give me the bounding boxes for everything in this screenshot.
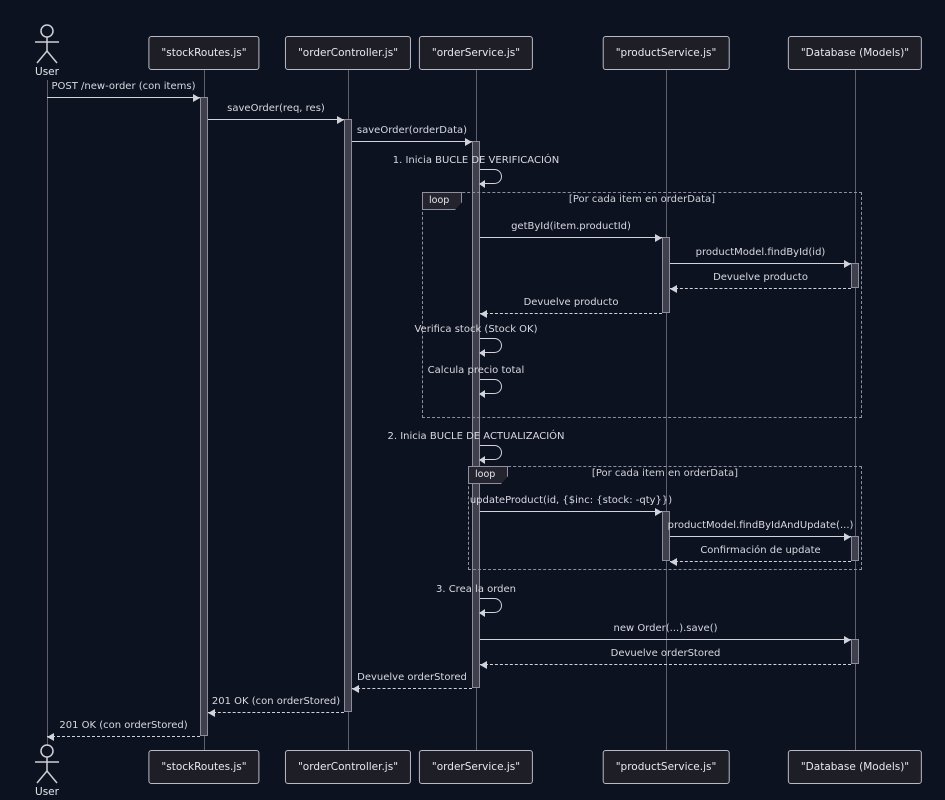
loop-label: loop [422, 192, 463, 210]
self-message-arc [480, 379, 502, 394]
self-message-arc [480, 169, 502, 184]
loop-condition: [Por cada item en orderData] [591, 468, 739, 479]
participant-box-bottom: "orderService.js" [418, 750, 534, 784]
arrowhead-icon [193, 94, 200, 102]
message-line [670, 288, 851, 289]
arrowhead-icon [844, 260, 851, 268]
lifeline [855, 70, 856, 750]
participant-box-bottom: "productService.js" [602, 750, 730, 784]
arrowhead-icon [479, 609, 485, 617]
activation-bar [851, 639, 859, 664]
self-message-label: Verifica stock (Stock OK) [414, 324, 538, 335]
arrowhead-icon [480, 661, 487, 669]
message-line [47, 97, 200, 98]
activation-bar [200, 97, 208, 736]
activation-bar [344, 119, 352, 712]
activation-bar [662, 511, 670, 561]
actor-icon [27, 744, 67, 790]
activation-bar [472, 141, 480, 688]
participant-box-top: "productService.js" [602, 36, 730, 70]
arrowhead-icon [844, 533, 851, 541]
arrowhead-icon [655, 508, 662, 516]
message-line [352, 688, 472, 689]
arrowhead-icon [337, 116, 344, 124]
message-label: Devuelve producto [523, 297, 619, 308]
loop-fragment: loop [Por cada item en orderData] [422, 192, 862, 418]
self-message-label: 2. Inicia BUCLE DE ACTUALIZACIÓN [387, 431, 565, 442]
participant-box-top: "orderService.js" [418, 36, 534, 70]
actor-label: User [35, 786, 59, 798]
arrowhead-icon [479, 456, 485, 464]
activation-bar [662, 237, 670, 313]
activation-bar [851, 263, 859, 288]
actor-label: User [35, 66, 59, 78]
message-line [480, 237, 662, 238]
message-label: saveOrder(req, res) [227, 103, 325, 114]
arrowhead-icon [47, 733, 54, 741]
self-message-label: Calcula precio total [427, 365, 525, 376]
message-label: Confirmación de update [700, 545, 821, 556]
message-label: Devuelve orderStored [357, 672, 467, 683]
arrowhead-icon [352, 685, 359, 693]
message-line [480, 639, 851, 640]
arrowhead-icon [670, 558, 677, 566]
loop-fragment: loop [Por cada item en orderData] [468, 466, 862, 570]
message-line [480, 511, 662, 512]
participant-box-top: "stockRoutes.js" [148, 36, 260, 70]
message-label: productModel.findByIdAndUpdate(...) [667, 520, 854, 531]
message-label: updateProduct(id, {$inc: {stock: -qty}}) [469, 495, 673, 506]
arrowhead-icon [670, 285, 677, 293]
message-label: 201 OK (con orderStored) [59, 720, 188, 731]
message-label: new Order(...).save() [613, 623, 718, 634]
arrowhead-icon [479, 390, 485, 398]
participant-box-top: "Database (Models)" [787, 36, 923, 70]
message-label: productModel.findById(id) [695, 247, 826, 258]
message-line [208, 119, 344, 120]
lifeline [47, 80, 48, 746]
message-label: POST /new-order (con items) [51, 81, 196, 92]
arrowhead-icon [480, 310, 487, 318]
message-line [670, 536, 851, 537]
message-line [47, 736, 200, 737]
message-line [480, 313, 662, 314]
participant-box-bottom: "stockRoutes.js" [148, 750, 260, 784]
actor-icon [27, 24, 67, 70]
arrowhead-icon [208, 709, 215, 717]
arrowhead-icon [465, 138, 472, 146]
loop-condition: [Por cada item en orderData] [568, 194, 716, 205]
arrowhead-icon [844, 636, 851, 644]
self-message-label: 1. Inicia BUCLE DE VERIFICACIÓN [392, 155, 560, 166]
message-label: saveOrder(orderData) [356, 125, 468, 136]
message-line [670, 263, 851, 264]
message-label: getById(item.productId) [511, 221, 631, 232]
message-line [208, 712, 344, 713]
lifeline [666, 70, 667, 750]
self-message-arc [480, 338, 502, 353]
message-label: 201 OK (con orderStored) [211, 696, 341, 707]
loop-label: loop [468, 466, 509, 484]
participant-box-bottom: "Database (Models)" [787, 750, 923, 784]
message-line [352, 141, 472, 142]
message-line [670, 561, 851, 562]
arrowhead-icon [655, 234, 662, 242]
participant-box-bottom: "orderController.js" [284, 750, 412, 784]
message-label: Devuelve orderStored [610, 648, 721, 659]
activation-bar [851, 536, 859, 561]
self-message-arc [480, 598, 502, 613]
self-message-arc [480, 445, 502, 460]
message-line [480, 664, 851, 665]
message-label: Devuelve producto [713, 272, 808, 283]
arrowhead-icon [479, 349, 485, 357]
participant-box-top: "orderController.js" [284, 36, 412, 70]
arrowhead-icon [479, 180, 485, 188]
self-message-label: 3. Crea la orden [435, 584, 517, 595]
